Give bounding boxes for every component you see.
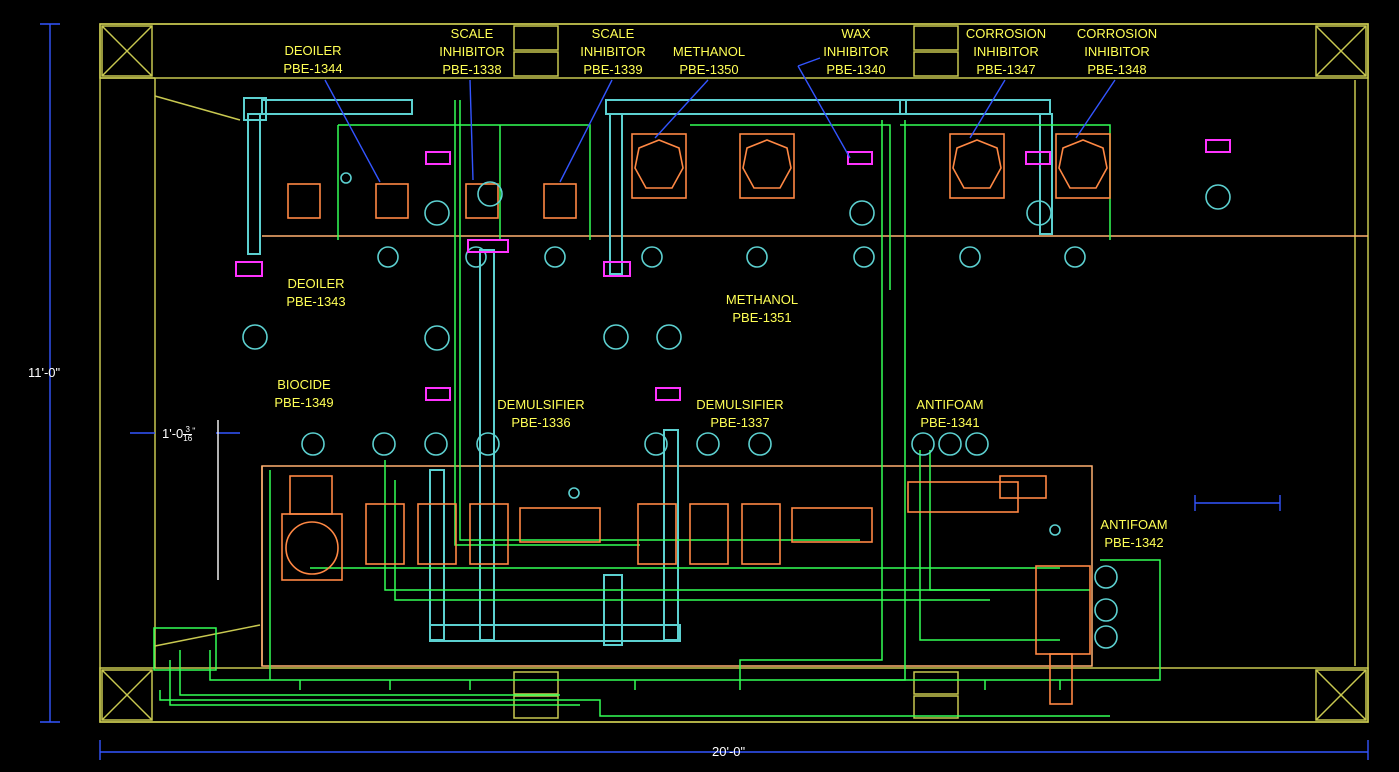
dimension-width: 20'-0" bbox=[712, 744, 746, 759]
label-line: SCALE bbox=[450, 26, 494, 41]
label-line: CORROSION bbox=[965, 26, 1047, 41]
label-line: PBE-1349 bbox=[274, 395, 334, 410]
label-line: PBE-1340 bbox=[826, 62, 886, 77]
label-line: PBE-1341 bbox=[920, 415, 980, 430]
label-line: ANTIFOAM bbox=[916, 397, 984, 412]
label-line: DEOILER bbox=[284, 43, 342, 58]
label-wax-1340: WAX INHIBITOR PBE-1340 bbox=[823, 25, 889, 79]
label-line: PBE-1336 bbox=[511, 415, 571, 430]
label-line: DEOILER bbox=[287, 276, 345, 291]
label-line: DEMULSIFIER bbox=[497, 397, 585, 412]
label-line: PBE-1351 bbox=[732, 310, 792, 325]
label-line: INHIBITOR bbox=[823, 44, 889, 59]
label-deoiler-1344: DEOILER PBE-1344 bbox=[283, 42, 342, 78]
skid-frame bbox=[99, 23, 1369, 723]
label-line: INHIBITOR bbox=[973, 44, 1039, 59]
label-line: PBE-1350 bbox=[679, 62, 739, 77]
label-line: PBE-1347 bbox=[976, 62, 1036, 77]
label-line: PBE-1337 bbox=[710, 415, 770, 430]
label-line: CORROSION bbox=[1076, 26, 1158, 41]
label-line: PBE-1344 bbox=[283, 61, 343, 76]
label-corrosion-1348: CORROSION INHIBITOR PBE-1348 bbox=[1077, 25, 1157, 79]
label-line: INHIBITOR bbox=[1084, 44, 1150, 59]
header-pipes bbox=[243, 97, 1053, 646]
label-line: PBE-1343 bbox=[286, 294, 346, 309]
label-demulsifier-1337: DEMULSIFIER PBE-1337 bbox=[696, 396, 783, 432]
tubing bbox=[153, 100, 1161, 717]
label-line: METHANOL bbox=[725, 292, 799, 307]
valves bbox=[235, 139, 1231, 401]
label-antifoam-1342: ANTIFOAM PBE-1342 bbox=[1100, 516, 1167, 552]
dimension-offset-value: 1'-0 bbox=[162, 426, 184, 441]
label-demulsifier-1336: DEMULSIFIER PBE-1336 bbox=[497, 396, 584, 432]
label-deoiler-1343: DEOILER PBE-1343 bbox=[286, 275, 345, 311]
label-antifoam-1341: ANTIFOAM PBE-1341 bbox=[916, 396, 983, 432]
label-line: BIOCIDE bbox=[277, 377, 331, 392]
label-line: METHANOL bbox=[672, 44, 746, 59]
label-line: PBE-1338 bbox=[442, 62, 502, 77]
fraction-denominator: 16 bbox=[183, 434, 193, 444]
label-line: INHIBITOR bbox=[580, 44, 646, 59]
label-methanol-1350: METHANOL PBE-1350 bbox=[673, 43, 745, 79]
label-line: PBE-1342 bbox=[1104, 535, 1164, 550]
label-line: ANTIFOAM bbox=[1100, 517, 1168, 532]
dimension-height: 11'-0" bbox=[28, 365, 61, 380]
dimension-offset-suffix: " bbox=[192, 426, 196, 436]
label-line: WAX bbox=[841, 26, 871, 41]
instruments bbox=[242, 172, 1231, 649]
label-methanol-1351: METHANOL PBE-1351 bbox=[726, 291, 798, 327]
leaders bbox=[40, 23, 1369, 760]
label-line: SCALE bbox=[591, 26, 635, 41]
label-corrosion-1347: CORROSION INHIBITOR PBE-1347 bbox=[966, 25, 1046, 79]
fraction-numerator: 3 bbox=[185, 425, 190, 435]
label-line: INHIBITOR bbox=[439, 44, 505, 59]
label-biocide-1349: BIOCIDE PBE-1349 bbox=[274, 376, 333, 412]
label-line: PBE-1348 bbox=[1087, 62, 1147, 77]
label-scale-1339: SCALE INHIBITOR PBE-1339 bbox=[580, 25, 646, 79]
label-line: DEMULSIFIER bbox=[696, 397, 784, 412]
label-scale-1338: SCALE INHIBITOR PBE-1338 bbox=[439, 25, 505, 79]
label-line: PBE-1339 bbox=[583, 62, 643, 77]
pump-units bbox=[281, 133, 1111, 705]
